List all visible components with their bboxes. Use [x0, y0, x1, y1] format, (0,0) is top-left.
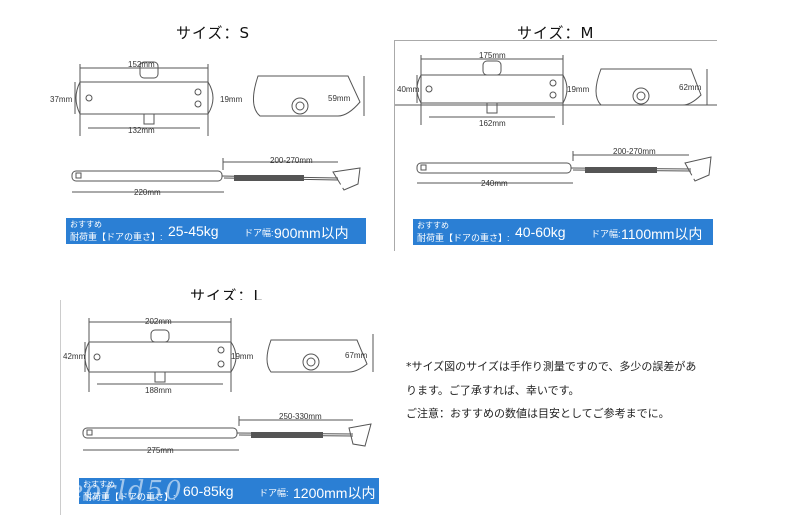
size-l-height-right: 19mm	[231, 352, 254, 361]
size-s-height-left: 37mm	[50, 95, 73, 104]
size-s-arm-length: 220mm	[134, 188, 161, 197]
size-l-arm-length: 275mm	[147, 446, 174, 455]
note-line-1: *サイズ図のサイズは手作り測量ですので、多少の誤差があ	[406, 360, 697, 373]
size-s-arm-span: 200-270mm	[270, 156, 313, 165]
size-s-door-width: 900mm以内	[274, 225, 349, 241]
size-s-spec-banner: おすすめ 耐荷重【ドアの重さ】: 25-45kg ドア幅: 900mm以内	[66, 218, 366, 244]
load-label: 耐荷重【ドアの重さ】:	[83, 492, 176, 502]
size-l-height-left: 42mm	[63, 352, 86, 361]
size-m-height-right: 19mm	[567, 85, 590, 94]
size-m-title: サイズ：M	[517, 24, 595, 42]
size-s-bottom-width: 132mm	[128, 126, 155, 135]
size-s-top-width: 152mm	[128, 60, 155, 69]
note-line-3: ご注意：おすすめの数値は目安としてご参考までに。	[406, 407, 670, 420]
load-label: 耐荷重【ドアの重さ】:	[70, 232, 163, 242]
watermark: eorld50	[68, 476, 184, 506]
size-l-bottom-width: 188mm	[145, 386, 172, 395]
size-s-height-right: 19mm	[220, 95, 243, 104]
recommend-label: おすすめ	[70, 220, 102, 229]
size-s-title: サイズ：S	[176, 24, 251, 42]
size-s-diagram	[71, 61, 365, 193]
size-m-arm-length: 240mm	[481, 179, 508, 188]
size-l-weight: 60-85kg	[183, 483, 234, 499]
size-m-door-width: 1100mm以内	[621, 226, 703, 242]
size-l-spec-banner: おすすめ 耐荷重【ドアの重さ】: 60-85kg ドア幅: 1200mm以内	[79, 478, 379, 504]
load-label: 耐荷重【ドアの重さ】:	[417, 233, 510, 243]
size-l-door-width: 1200mm以内	[293, 485, 376, 501]
door-width-label: ドア幅:	[259, 488, 289, 498]
door-width-label: ドア幅:	[244, 228, 274, 238]
size-m-panel: 175mm 40mm 19mm 162mm 62mm 200-270mm 240…	[394, 40, 717, 251]
size-m-spec-banner: おすすめ 耐荷重【ドアの重さ】: 40-60kg ドア幅: 1100mm以内	[413, 219, 713, 245]
size-l-top-width: 202mm	[145, 317, 172, 326]
size-s-panel: 152mm 37mm 19mm 132mm 59mm 200-270mm 220…	[48, 40, 370, 250]
door-width-label: ドア幅:	[591, 229, 621, 239]
size-s-weight: 25-45kg	[168, 223, 219, 239]
size-m-bottom-width: 162mm	[479, 119, 506, 128]
size-m-top-width: 175mm	[479, 51, 506, 60]
size-l-diagram	[82, 318, 374, 451]
recommend-label: おすすめ	[417, 221, 449, 230]
size-m-height-left: 40mm	[397, 85, 420, 94]
size-m-cover-height: 62mm	[679, 83, 702, 92]
size-l-cover-height: 67mm	[345, 351, 368, 360]
size-m-diagram	[395, 55, 717, 184]
recommend-label: おすすめ	[83, 480, 115, 489]
size-m-arm-span: 200-270mm	[613, 147, 656, 156]
size-s-cover-height: 59mm	[328, 94, 351, 103]
size-l-arm-span: 250-330mm	[279, 412, 322, 421]
size-l-panel: 202mm 42mm 19mm 188mm 67mm 250-330mm 275…	[60, 300, 383, 515]
note-line-2: ります。ご了承すれば、幸いです。	[406, 384, 580, 397]
size-m-weight: 40-60kg	[515, 224, 566, 240]
